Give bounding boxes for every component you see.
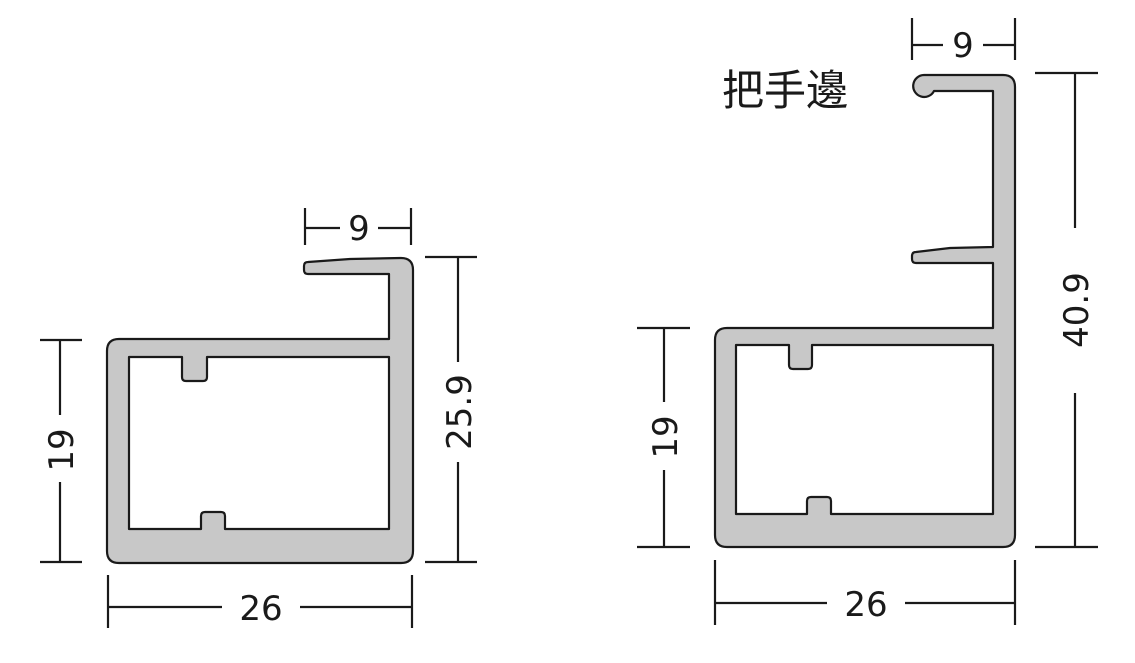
left-dim-height-total-label: 25.9 bbox=[440, 374, 480, 450]
handle-side-label: 把手邊 bbox=[722, 66, 848, 115]
left-dim-height-total: 25.9 bbox=[425, 255, 480, 564]
right-dim-width-label: 26 bbox=[844, 585, 887, 625]
right-dim-width: 26 bbox=[713, 560, 1017, 625]
right-dim-height-inner: 19 bbox=[637, 326, 690, 549]
left-dim-height-inner: 19 bbox=[40, 338, 82, 564]
left-dim-width: 26 bbox=[106, 575, 414, 629]
left-dim-top-width: 9 bbox=[303, 208, 413, 249]
right-dim-top-width-label: 9 bbox=[952, 26, 974, 66]
right-profile: 把手邊 9 40.9 19 26 bbox=[637, 18, 1098, 625]
left-profile-section bbox=[105, 256, 415, 565]
right-dim-height-inner-label: 19 bbox=[646, 415, 686, 458]
right-dim-top-width: 9 bbox=[910, 18, 1017, 66]
right-dim-height-total: 40.9 bbox=[1035, 71, 1098, 549]
left-profile: 9 19 25.9 26 bbox=[40, 208, 480, 629]
left-dim-top-width-label: 9 bbox=[348, 209, 370, 249]
right-profile-section bbox=[713, 73, 1017, 549]
left-dim-height-inner-label: 19 bbox=[42, 428, 82, 471]
right-dim-height-total-label: 40.9 bbox=[1057, 272, 1097, 348]
left-dim-width-label: 26 bbox=[239, 589, 282, 629]
